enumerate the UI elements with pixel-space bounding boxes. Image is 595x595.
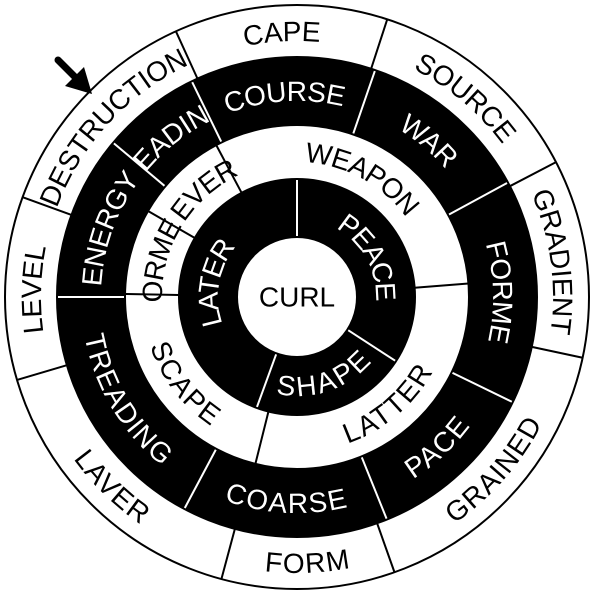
segment-divider	[531, 345, 583, 359]
segment-divider	[22, 196, 72, 216]
ring-outer-segment	[371, 19, 557, 187]
ring-second-segment	[57, 142, 166, 297]
ring-third-segment	[148, 145, 242, 238]
segment-divider	[376, 522, 396, 573]
ring-outer-segment	[377, 346, 583, 573]
ring-third-segment	[216, 124, 469, 288]
ring-inner-segment	[297, 179, 415, 362]
dark-segment-divider	[347, 329, 396, 362]
dark-segment-divider	[256, 353, 278, 408]
ring-outer-segment	[221, 523, 395, 589]
segment-divider	[147, 210, 196, 239]
dark-segment-divider	[352, 70, 376, 134]
segment-divider	[370, 18, 389, 70]
ring-inner-segment	[256, 329, 396, 416]
ring-second-segment	[113, 81, 222, 187]
segment-divider	[16, 364, 68, 381]
segment-divider	[174, 30, 199, 80]
segment-divider	[125, 292, 180, 296]
segment-divider	[254, 411, 270, 465]
segment-divider	[509, 161, 557, 188]
dark-segment-divider	[191, 81, 223, 142]
ring-second-segment	[191, 56, 376, 143]
ring-outer-segment	[5, 197, 72, 380]
ring-third-segment	[255, 283, 469, 469]
dark-segment-divider	[452, 371, 513, 403]
center-word: CURL	[259, 282, 335, 313]
dark-segment-divider	[360, 457, 388, 519]
dark-segment-divider	[448, 182, 508, 216]
ring-second-segment	[352, 70, 508, 215]
ring-third-segment	[125, 211, 195, 295]
segment-divider	[215, 144, 243, 194]
ring-second-segment	[56, 297, 217, 509]
ring-third-segment	[125, 293, 269, 464]
ring-border	[4, 4, 590, 590]
ring-outer-segment	[175, 5, 388, 79]
ring-outer-label: LEVEL	[15, 242, 51, 336]
ring-second-segment	[448, 182, 537, 403]
ring-second-segment	[184, 448, 387, 537]
segment-divider	[414, 282, 469, 289]
ring-outer-label: CAPE	[241, 15, 322, 51]
dark-segment-divider	[183, 449, 217, 509]
ring-outer-label: FORM	[264, 543, 352, 579]
ring-inner-segment	[179, 179, 297, 408]
segment-divider	[220, 528, 236, 580]
center-circle	[236, 236, 358, 358]
dark-segment-divider	[113, 142, 166, 187]
ring-outer-segment	[22, 31, 198, 215]
ring-outer-segment	[509, 162, 589, 358]
arrow-icon	[54, 56, 92, 94]
ring-outer-segment	[17, 365, 235, 580]
ring-second-segment	[361, 372, 513, 520]
